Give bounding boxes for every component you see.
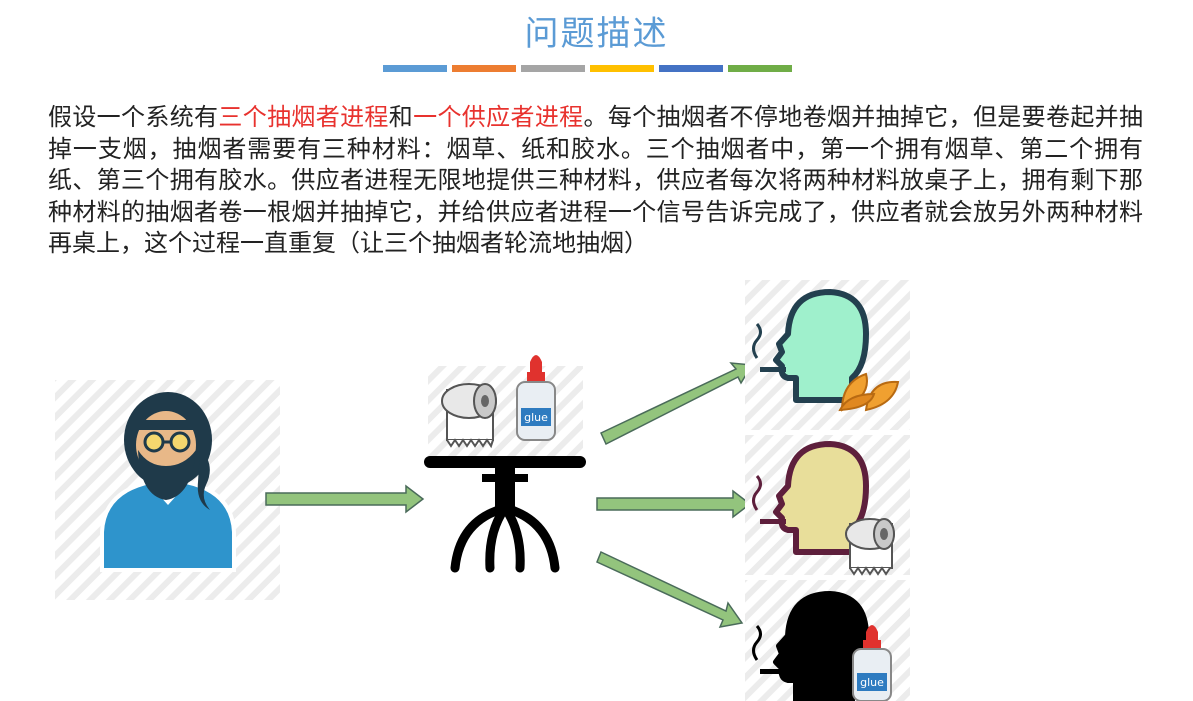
color-bar-segment <box>452 65 516 72</box>
color-bar-segment <box>590 65 654 72</box>
glue-label: glue <box>860 676 884 689</box>
color-bar-segment <box>659 65 723 72</box>
description-text: 和 <box>388 103 414 131</box>
description-text: 假设一个系统有 <box>48 103 219 131</box>
glasses-icon <box>169 431 191 453</box>
smoker-1-icon <box>745 280 910 430</box>
toilet-paper-icon <box>441 383 497 449</box>
glue-bottle-icon: glue <box>516 355 556 441</box>
highlight-smoker-processes: 三个抽烟者进程 <box>218 103 389 131</box>
supplier-beard <box>138 450 196 500</box>
toilet-paper-icon <box>845 518 895 576</box>
smokers-diagram: glue <box>55 280 910 701</box>
description-text: 。每个抽烟者不停地卷烟并抽掉它，但是要卷起并抽掉一支烟，抽烟者需要有三种材料：烟… <box>48 103 1144 257</box>
tobacco-leaf-icon <box>838 372 900 412</box>
problem-description: 假设一个系统有三个抽烟者进程和一个供应者进程。每个抽烟者不停地卷烟并抽掉它，但是… <box>48 102 1143 260</box>
glue-label: glue <box>524 411 548 424</box>
color-bar-segment <box>728 65 792 72</box>
smoker-3-icon: glue <box>745 580 910 701</box>
glue-bottle-icon: glue <box>852 625 892 701</box>
color-bar-segment <box>383 65 447 72</box>
arrow-table-to-smoker-1 <box>600 362 754 446</box>
arrow-table-to-smoker-2 <box>596 489 752 519</box>
highlight-supplier-process: 一个供应者进程 <box>413 103 584 131</box>
page-title: 问题描述 <box>524 14 669 54</box>
smoker-2-icon <box>745 435 910 576</box>
table-top <box>424 456 586 468</box>
arrow-supplier-to-table <box>265 484 425 514</box>
supplier-bangs <box>136 420 198 430</box>
supplier-person-icon <box>55 380 280 600</box>
arrow-table-to-smoker-3 <box>596 550 744 628</box>
color-bar-segment <box>521 65 585 72</box>
glasses-icon <box>143 431 165 453</box>
title-color-bar <box>383 65 792 72</box>
supplier-hair-side <box>197 448 210 510</box>
